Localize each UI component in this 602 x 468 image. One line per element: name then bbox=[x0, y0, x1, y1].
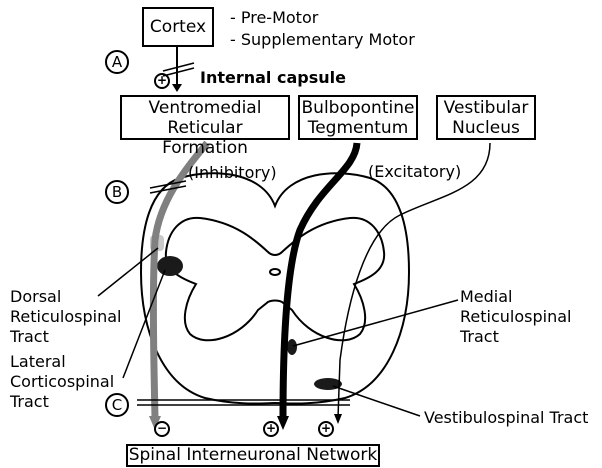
sign-plus-excitatory: + bbox=[263, 421, 279, 437]
ventromedial-line-2: Reticular Formation bbox=[122, 118, 288, 158]
lateral-line-2: Corticospinal bbox=[10, 372, 114, 392]
vestibular-nucleus-box: Vestibular Nucleus bbox=[436, 95, 536, 140]
vestibular-tract-arrowhead bbox=[334, 414, 342, 424]
cortex-note-premotor: - Pre-Motor bbox=[230, 8, 318, 28]
dorsal-reticulospinal-label: Dorsal Reticulospinal Tract bbox=[10, 287, 121, 347]
sign-plus-vestibular: + bbox=[318, 421, 334, 437]
lateral-line-1: Lateral bbox=[10, 352, 114, 372]
medial-reticulospinal-label: Medial Reticulospinal Tract bbox=[460, 287, 571, 347]
dorsal-line-3: Tract bbox=[10, 327, 121, 347]
ventromedial-reticular-formation-box: Ventromedial Reticular Formation bbox=[120, 95, 290, 140]
lateral-corticospinal-region bbox=[157, 256, 183, 276]
cortex-arrowhead bbox=[172, 84, 182, 92]
target-label: Spinal Interneuronal Network bbox=[129, 445, 378, 465]
leader-vestibulospinal bbox=[333, 386, 420, 416]
cortex-note-supplementary: - Supplementary Motor bbox=[230, 30, 415, 50]
ventromedial-line-1: Ventromedial bbox=[122, 98, 288, 118]
internal-capsule-label: Internal capsule bbox=[200, 68, 346, 88]
vestibular-line-2: Nucleus bbox=[438, 118, 534, 138]
marker-a: A bbox=[105, 50, 129, 74]
dorsal-line-2: Reticulospinal bbox=[10, 307, 121, 327]
marker-c: C bbox=[105, 393, 129, 417]
marker-b: B bbox=[105, 180, 129, 204]
spinal-interneuronal-network-box: Spinal Interneuronal Network bbox=[126, 444, 380, 467]
excitatory-label: (Excitatory) bbox=[368, 162, 461, 182]
sign-minus-inhibitory: − bbox=[154, 421, 170, 437]
bulbopontine-line-2: Tegmentum bbox=[300, 118, 416, 138]
medial-line-3: Tract bbox=[460, 327, 571, 347]
dorsal-line-1: Dorsal bbox=[10, 287, 121, 307]
bulbopontine-tegmentum-box: Bulbopontine Tegmentum bbox=[298, 95, 418, 140]
medial-line-2: Reticulospinal bbox=[460, 307, 571, 327]
medial-reticulospinal-region bbox=[287, 339, 297, 355]
bulbopontine-line-1: Bulbopontine bbox=[300, 98, 416, 118]
vestibulospinal-label: Vestibulospinal Tract bbox=[424, 408, 588, 428]
lateral-corticospinal-label: Lateral Corticospinal Tract bbox=[10, 352, 114, 412]
cortex-box: Cortex bbox=[142, 7, 214, 47]
lateral-line-3: Tract bbox=[10, 392, 114, 412]
cortex-label: Cortex bbox=[150, 17, 206, 37]
medial-line-1: Medial bbox=[460, 287, 571, 307]
central-canal bbox=[270, 269, 280, 275]
vestibular-line-1: Vestibular bbox=[438, 98, 534, 118]
inhibitory-label: (Inhibitory) bbox=[188, 163, 277, 183]
sign-plus-cortex: + bbox=[154, 73, 170, 89]
